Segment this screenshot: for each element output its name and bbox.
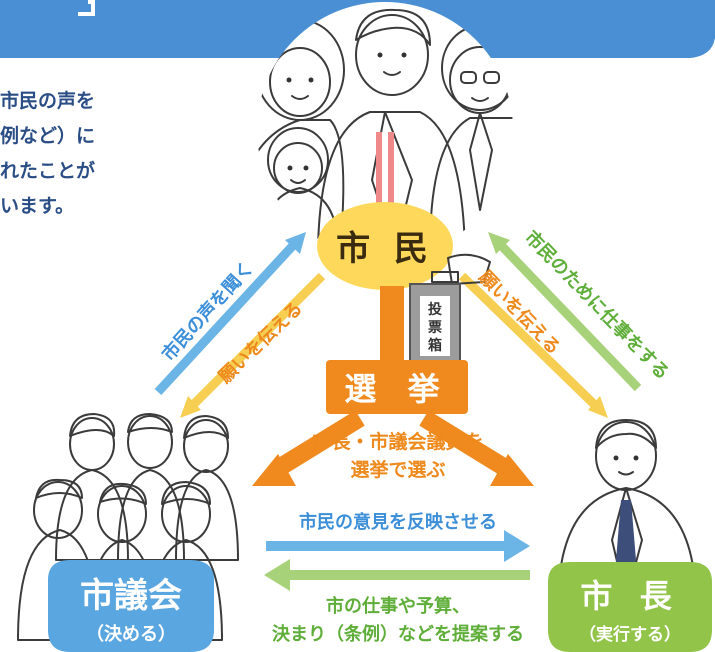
- ballot-box-label-3: 箱: [428, 337, 442, 354]
- mayor-title: 市 長: [580, 577, 679, 615]
- arrow-council-to-mayor: [266, 530, 530, 562]
- intro-line: います。: [0, 195, 75, 217]
- council-subtitle: （決める）: [86, 623, 176, 645]
- arrow-mayor-to-council: [264, 559, 530, 591]
- election-caption-line-2: 選挙で選ぶ: [350, 458, 445, 481]
- label-propose-line-2: 決まり（条例）などを提案する: [272, 623, 524, 645]
- mayor-node: 市 長 （実行する）: [548, 562, 712, 652]
- citizens-node: 市 民: [317, 202, 453, 290]
- council-node: 市議会 （決める）: [48, 560, 214, 652]
- election-title: 選 挙: [344, 370, 449, 408]
- arrow-citizen-to-mayor-wish: [458, 272, 608, 418]
- arrow-citizen-to-council-voice: [154, 232, 306, 396]
- election-node: 選 挙: [326, 360, 468, 414]
- intro-line: れたことが: [0, 160, 96, 182]
- council-title: 市議会: [80, 576, 182, 616]
- election-caption-line-1: 市長・市議会議員を: [312, 430, 483, 453]
- ballot-box: 投 票 箱: [409, 253, 491, 365]
- label-propose-line-1: 市の仕事や予算、: [326, 595, 470, 617]
- intro-line: 市民の声を: [0, 90, 96, 112]
- citizens-title: 市 民: [336, 229, 434, 269]
- intro-line: 例など）に: [0, 125, 96, 147]
- mayor-subtitle: （実行する）: [579, 624, 681, 645]
- intro-text: 市民の声を 例など）に れたことが います。: [0, 84, 230, 224]
- arrow-mayor-to-citizen: [488, 232, 642, 392]
- arrow-citizen-to-council-wish: [180, 272, 326, 418]
- ballot-box-label-2: 票: [428, 320, 442, 336]
- label-wish-right: 願いを伝える: [474, 266, 564, 359]
- ballot-box-label-1: 投: [428, 302, 442, 318]
- label-reflect-opinion: 市民の意見を反映させる: [299, 511, 497, 533]
